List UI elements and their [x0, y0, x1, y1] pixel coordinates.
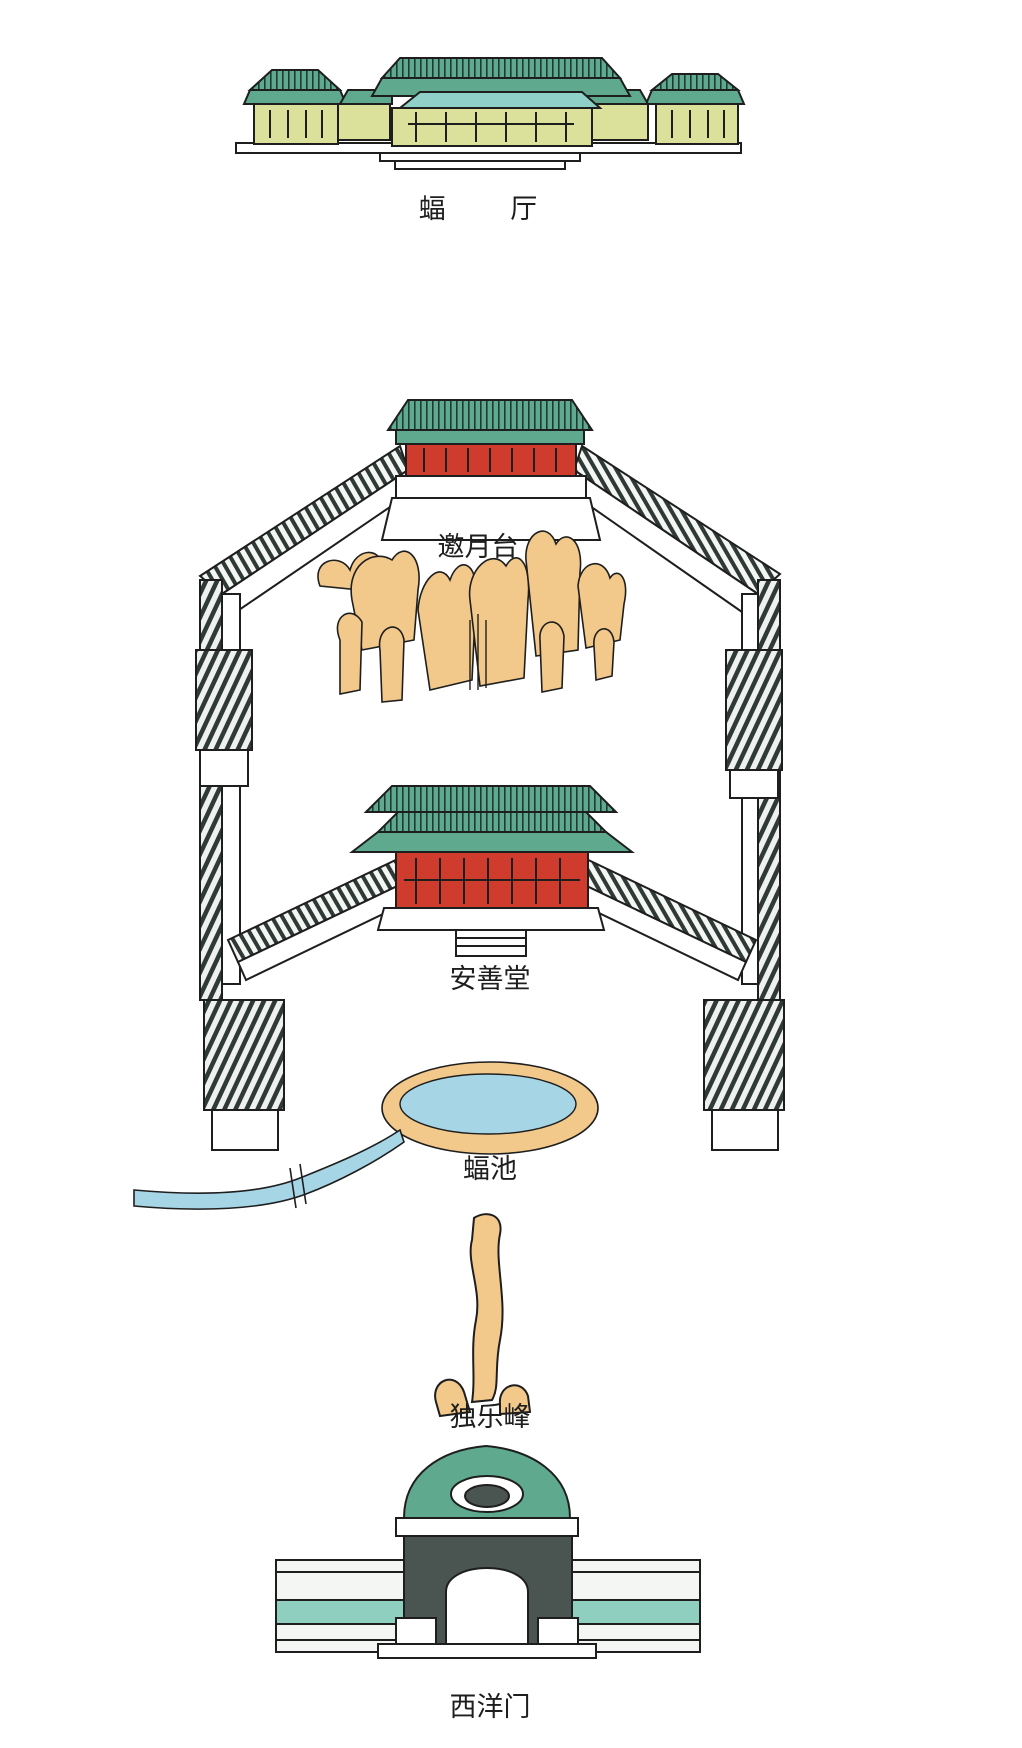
bat-pond-water — [399, 1073, 577, 1135]
bat-hall-label: 蝠 厅 — [418, 194, 566, 225]
anshan-hall-label: 安善堂 — [449, 964, 531, 995]
moon-terrace-cascade — [469, 614, 487, 690]
moon-terrace-rockery — [317, 530, 627, 703]
bat-hall-windows — [269, 110, 725, 142]
dule-peak-label: 独乐峰 — [449, 1402, 531, 1433]
western-gate-arch — [377, 1444, 597, 1659]
western-gate-label: 西洋门 — [449, 1692, 531, 1723]
dule-peak-rock — [434, 1213, 532, 1418]
moon-terrace-hall — [380, 399, 602, 541]
bat-pond-label: 蝠池 — [463, 1154, 517, 1185]
anshan-hall-building — [349, 785, 635, 957]
bat-hall-building — [235, 57, 746, 170]
moon-terrace-label: 邀月台 — [437, 532, 519, 563]
bat-pond-stream — [133, 1128, 405, 1210]
compound-wall — [195, 444, 785, 1151]
western-gate-fence — [275, 1559, 701, 1653]
